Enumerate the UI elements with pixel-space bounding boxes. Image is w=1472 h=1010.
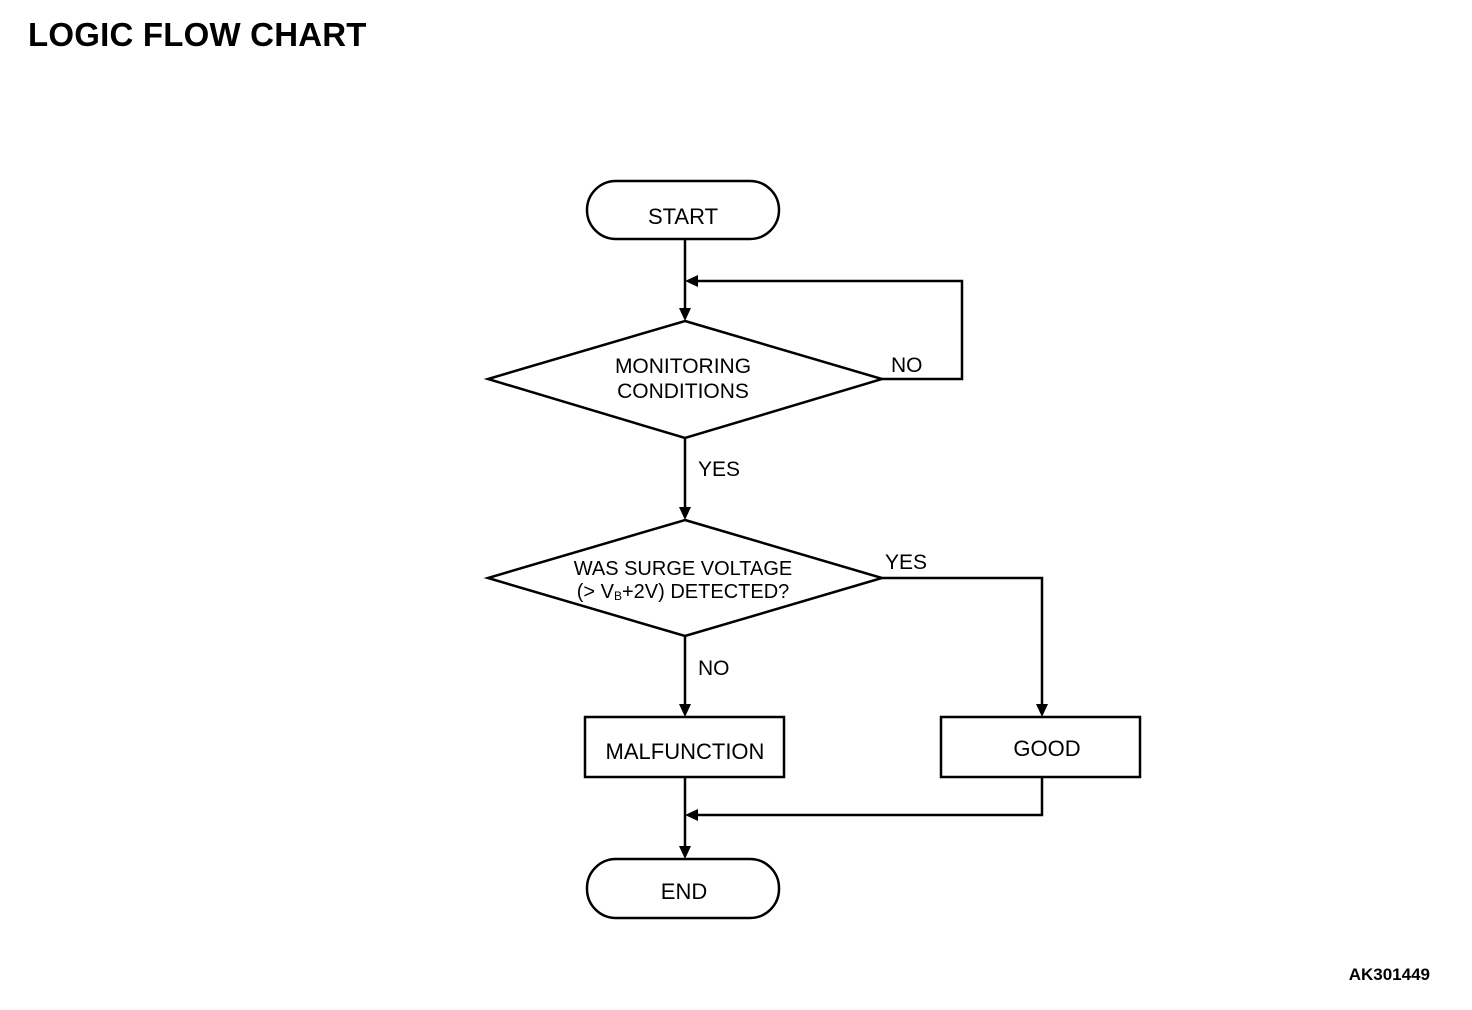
end-node: END <box>585 857 781 920</box>
monitoring-label-line1: MONITORING <box>615 355 751 378</box>
start-label: START <box>648 204 718 229</box>
arrowhead-monitoring <box>679 308 691 321</box>
good-node: GOOD <box>939 715 1142 779</box>
arrowhead-loop-return <box>685 275 698 287</box>
surge-no-label: NO <box>698 657 730 680</box>
reference-code: AK301449 <box>1348 965 1430 984</box>
monitoring-conditions-decision: MONITORING CONDITIONS <box>483 319 887 440</box>
page-title: LOGIC FLOW CHART <box>28 16 367 53</box>
surge-yes-label: YES <box>885 551 927 574</box>
start-node: START <box>585 179 781 241</box>
surge-label-line2: (> VB+2V) DETECTED? <box>577 581 790 603</box>
malfunction-label: MALFUNCTION <box>606 739 765 764</box>
monitoring-label-line2: CONDITIONS <box>617 380 749 403</box>
arrowhead-good <box>1036 704 1048 717</box>
arrowhead-merge <box>685 809 698 821</box>
surge-voltage-decision: WAS SURGE VOLTAGE (> VB+2V) DETECTED? <box>483 518 887 638</box>
good-label: GOOD <box>1013 736 1080 761</box>
connector-monitoring-no-loop <box>695 279 964 381</box>
connector-good-merge <box>695 777 1044 817</box>
surge-label-line2-sub: B <box>614 589 622 603</box>
surge-label-line2-post: +2V) DETECTED? <box>622 581 789 603</box>
arrowhead-surge <box>679 507 691 520</box>
connector-surge-yes <box>882 576 1044 707</box>
surge-label-line2-pre: (> V <box>577 581 615 603</box>
monitoring-yes-label: YES <box>698 458 740 481</box>
end-label: END <box>661 879 707 904</box>
surge-label-line1: WAS SURGE VOLTAGE <box>574 558 793 580</box>
monitoring-no-label: NO <box>891 354 923 377</box>
malfunction-node: MALFUNCTION <box>583 715 786 779</box>
arrowhead-malfunction <box>679 704 691 717</box>
arrowhead-end <box>679 846 691 859</box>
